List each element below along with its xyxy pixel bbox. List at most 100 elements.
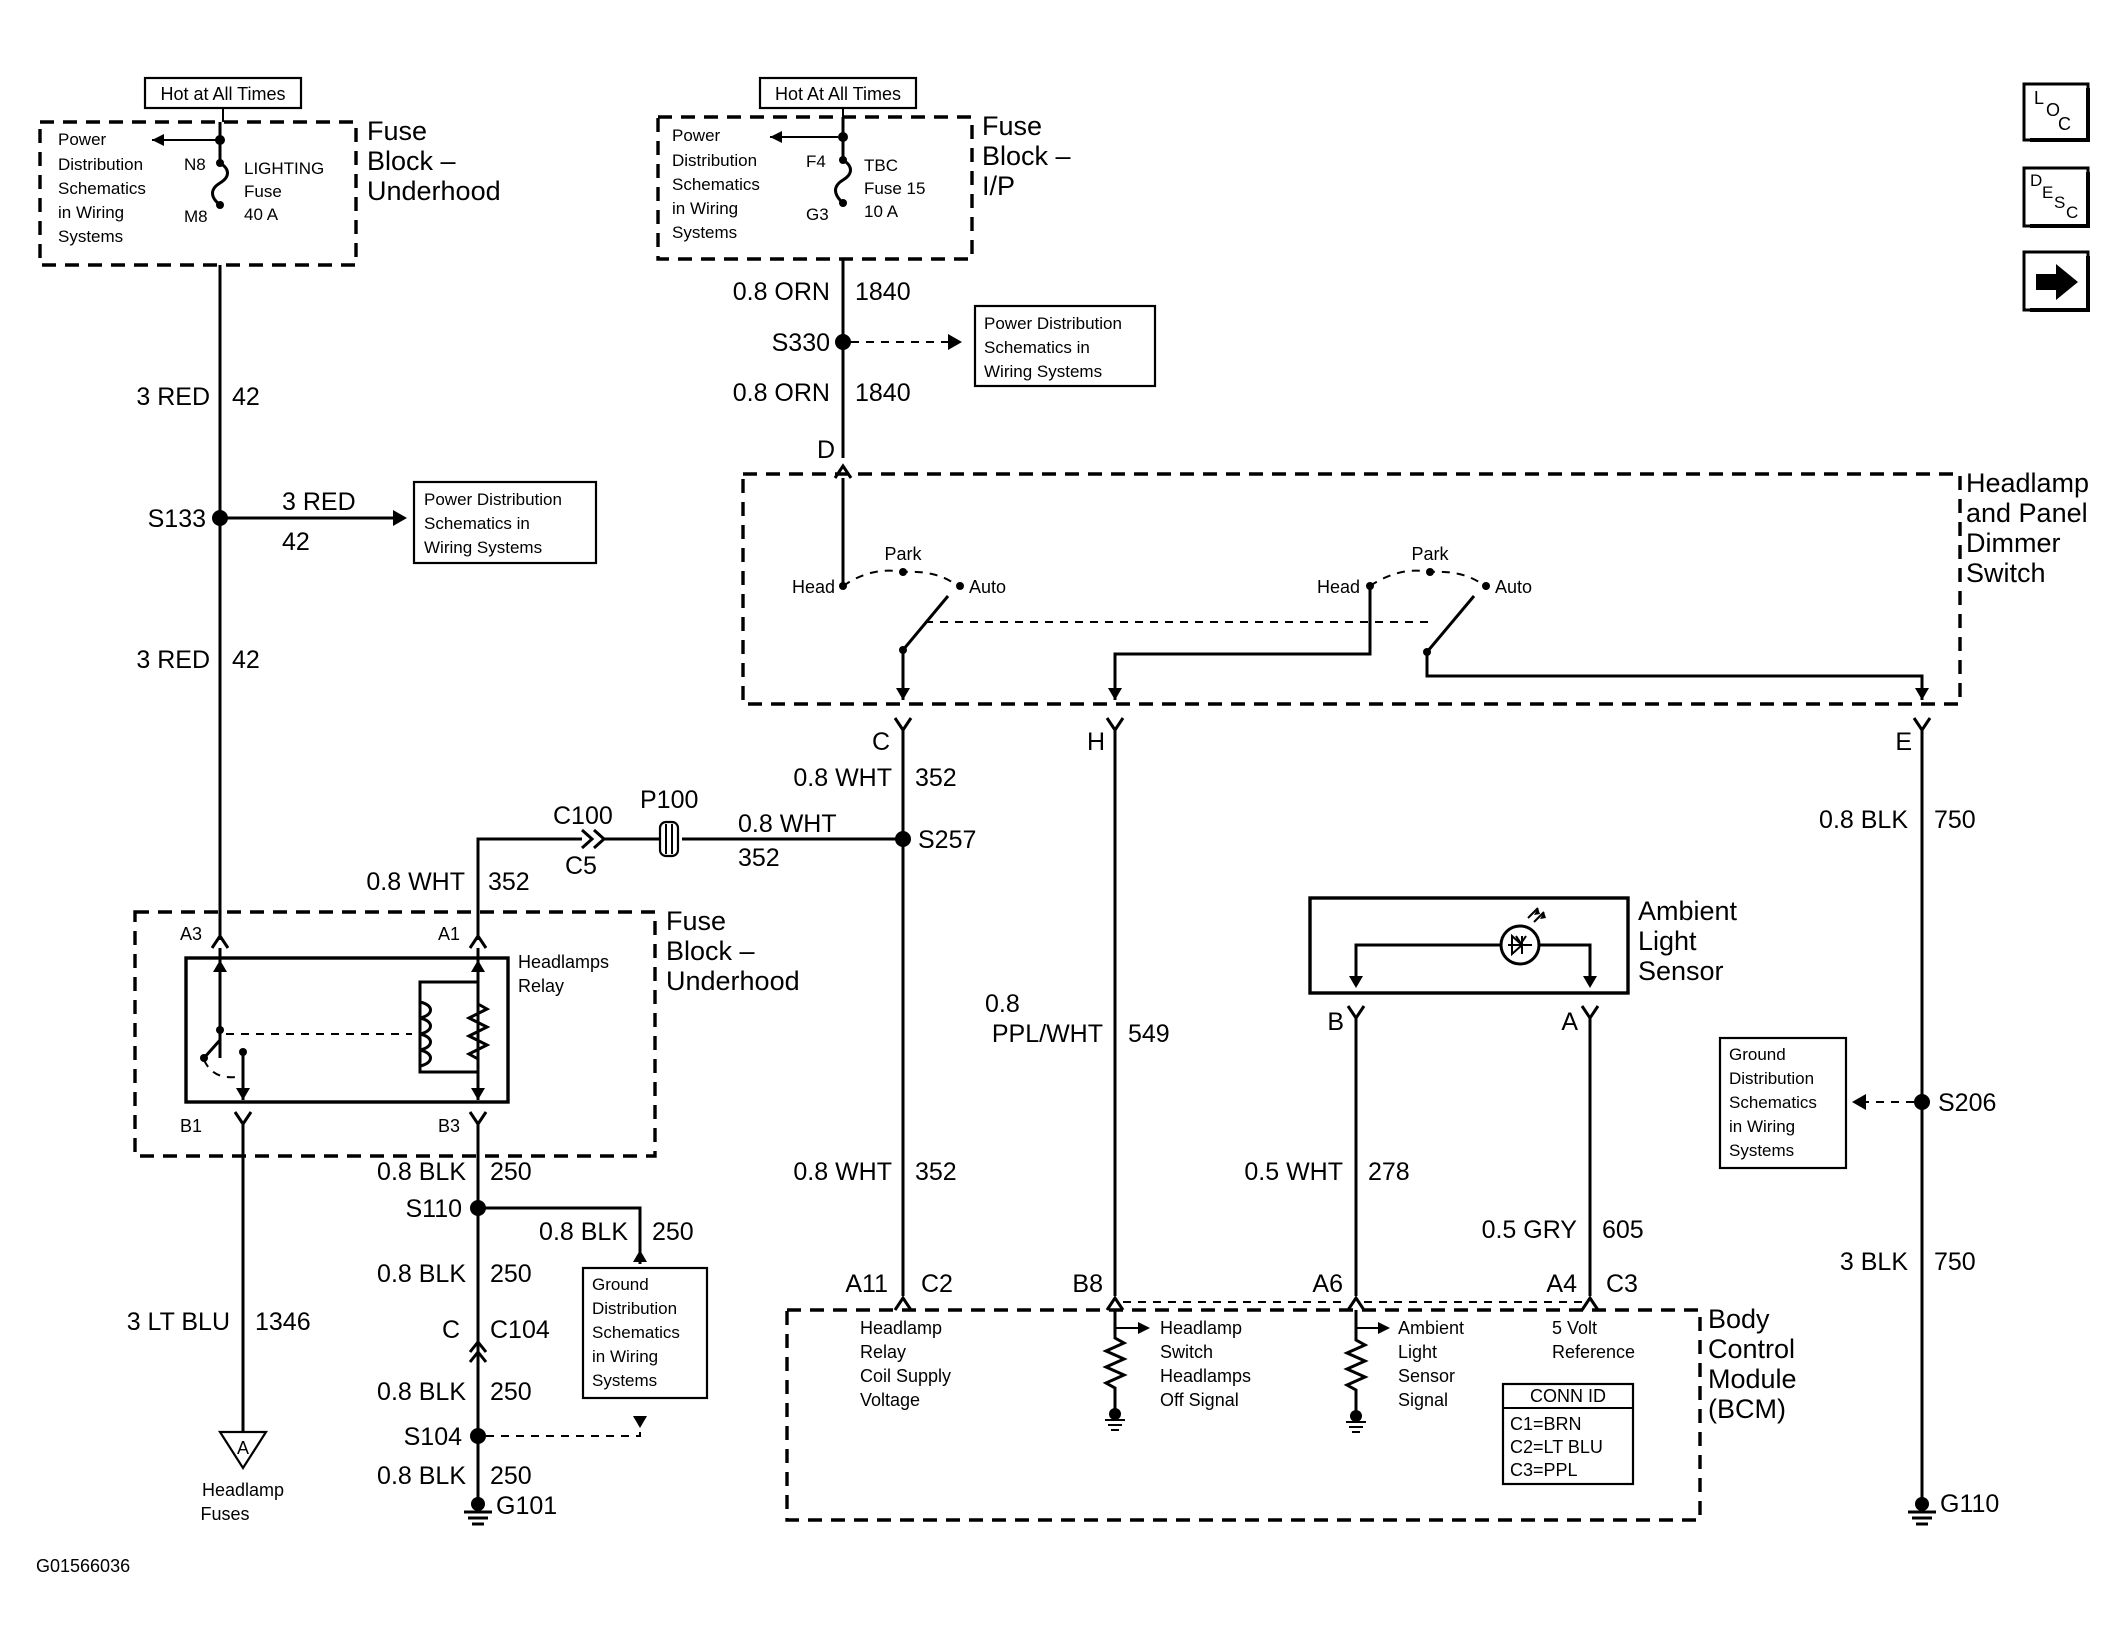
ref-line: Distribution (1729, 1069, 1814, 1088)
ref-line: Schematics (592, 1323, 680, 1342)
power-ref-line: Distribution (672, 151, 757, 170)
loc-button[interactable]: L O C (2022, 82, 2090, 142)
wire-circuit: 1346 (255, 1308, 311, 1336)
power-ref-s330-box (973, 304, 1157, 388)
pos-head: Head (1317, 577, 1360, 597)
wire-circuit: 250 (490, 1378, 532, 1406)
power-ref-line: Power (58, 130, 107, 149)
block-label: Fuse (982, 111, 1042, 141)
ref-line: Systems (592, 1371, 657, 1390)
connector-c5: C5 (565, 852, 597, 880)
wire-gauge: 0.8 BLK (377, 1378, 466, 1406)
relay-label: Relay (518, 976, 564, 996)
wire-circuit: 352 (915, 764, 957, 792)
fuse-label: 40 A (244, 205, 279, 224)
pin-b: B (1327, 1008, 1344, 1036)
pin-h: H (1087, 728, 1105, 756)
wire-gauge: PPL/WHT (992, 1020, 1103, 1048)
wire-circuit: 352 (915, 1158, 957, 1186)
relay-label: Headlamps (518, 952, 609, 972)
block-label: I/P (982, 171, 1015, 201)
splice-s206 (1914, 1094, 1930, 1110)
switch-title: Headlamp (1966, 468, 2089, 498)
wire-circuit: 250 (490, 1260, 532, 1288)
pullup-resistor-icon (1102, 1310, 1128, 1412)
splice-s330 (835, 334, 851, 350)
connector-p100: P100 (640, 786, 698, 814)
power-ref-line: in Wiring (58, 203, 124, 222)
ref-line: Power Distribution (424, 490, 562, 509)
ground-ref-right-box (1718, 1036, 1848, 1170)
pin-desc: Ambient (1398, 1318, 1464, 1338)
desc-letter: S (2054, 193, 2065, 212)
pin-a1: A1 (438, 924, 460, 944)
relay-dashed-box (133, 910, 657, 1158)
loc-letter: O (2046, 100, 2060, 120)
power-ref-line: Systems (672, 223, 737, 242)
pin-c: C (872, 728, 890, 756)
pin-desc: Light (1398, 1342, 1437, 1362)
wire-gauge: 0.8 BLK (539, 1218, 628, 1246)
block-label: Block – (982, 141, 1071, 171)
wire-circuit: 750 (1934, 806, 1976, 834)
wire-gauge: 3 LT BLU (127, 1308, 230, 1336)
wire-gauge: 3 RED (282, 488, 356, 516)
splice-label: S110 (405, 1195, 462, 1223)
fuse-icon (834, 117, 852, 205)
arrow-right-icon (2036, 264, 2078, 300)
ref-line: Distribution (592, 1299, 677, 1318)
pin-b1: B1 (180, 1116, 202, 1136)
wire-circuit: 605 (1602, 1216, 1644, 1244)
ground-icon (464, 1497, 492, 1526)
block-label: Block – (666, 936, 755, 966)
wire-circuit: 352 (738, 844, 780, 872)
pos-park: Park (884, 544, 922, 564)
pos-park: Park (1411, 544, 1449, 564)
wire-gauge: 0.8 ORN (733, 379, 830, 407)
connector-c104-icon (468, 1339, 488, 1363)
pin-desc: Switch (1160, 1342, 1213, 1362)
arrow-right-icon (393, 510, 407, 526)
wire-gauge: 0.8 WHT (738, 810, 837, 838)
wire-gauge: 0.8 BLK (377, 1260, 466, 1288)
fuse-label: Fuse (244, 182, 282, 201)
sensor-title: Ambient (1638, 896, 1738, 926)
splice-label: S330 (772, 329, 830, 357)
block-label: Underhood (367, 176, 501, 206)
wire-gauge: 3 BLK (1840, 1248, 1908, 1276)
relay-box (184, 956, 510, 1104)
next-button[interactable] (2022, 250, 2090, 312)
headlamps-relay-block: Fuse Block – Underhood A3 A1 Headlamps R… (133, 906, 800, 1158)
desc-button[interactable]: D E S C (2022, 166, 2090, 228)
ref-line: Wiring Systems (984, 362, 1102, 381)
fuse-block-ip: Hot At All Times Power Distribution Sche… (656, 76, 1071, 261)
pin-d: D (817, 436, 835, 464)
wire-gauge: 3 RED (136, 646, 210, 674)
bcm-dashed-box (785, 1308, 1702, 1522)
wire-gauge: 0.5 WHT (1244, 1158, 1343, 1186)
loc-letter: C (2058, 114, 2071, 134)
pin-desc: Headlamp (860, 1318, 942, 1338)
sensor-title: Sensor (1638, 956, 1724, 986)
ref-line: Schematics (1729, 1093, 1817, 1112)
arrow-left-icon (1852, 1094, 1866, 1110)
bcm-title: Control (1708, 1334, 1795, 1364)
wire-circuit: 1840 (855, 379, 911, 407)
splice-label: S257 (918, 826, 976, 854)
splice-label: S133 (148, 505, 206, 533)
block-label: Fuse (666, 906, 726, 936)
pos-auto: Auto (969, 577, 1006, 597)
wire-gauge: 0.8 WHT (366, 868, 465, 896)
ref-line: Systems (1729, 1141, 1794, 1160)
ref-line: Schematics in (984, 338, 1090, 357)
conn-id-row: C2=LT BLU (1510, 1437, 1603, 1457)
desc-letter: C (2066, 203, 2078, 222)
headlamp-fuses-ref-icon (217, 1430, 269, 1471)
wire-gauge: 0.8 ORN (733, 278, 830, 306)
wire-circuit: 352 (488, 868, 530, 896)
fuse-label: TBC (864, 156, 898, 175)
conn-c2: C2 (921, 1270, 953, 1298)
wire-circuit: 250 (490, 1158, 532, 1186)
ref-line: Schematics in (424, 514, 530, 533)
